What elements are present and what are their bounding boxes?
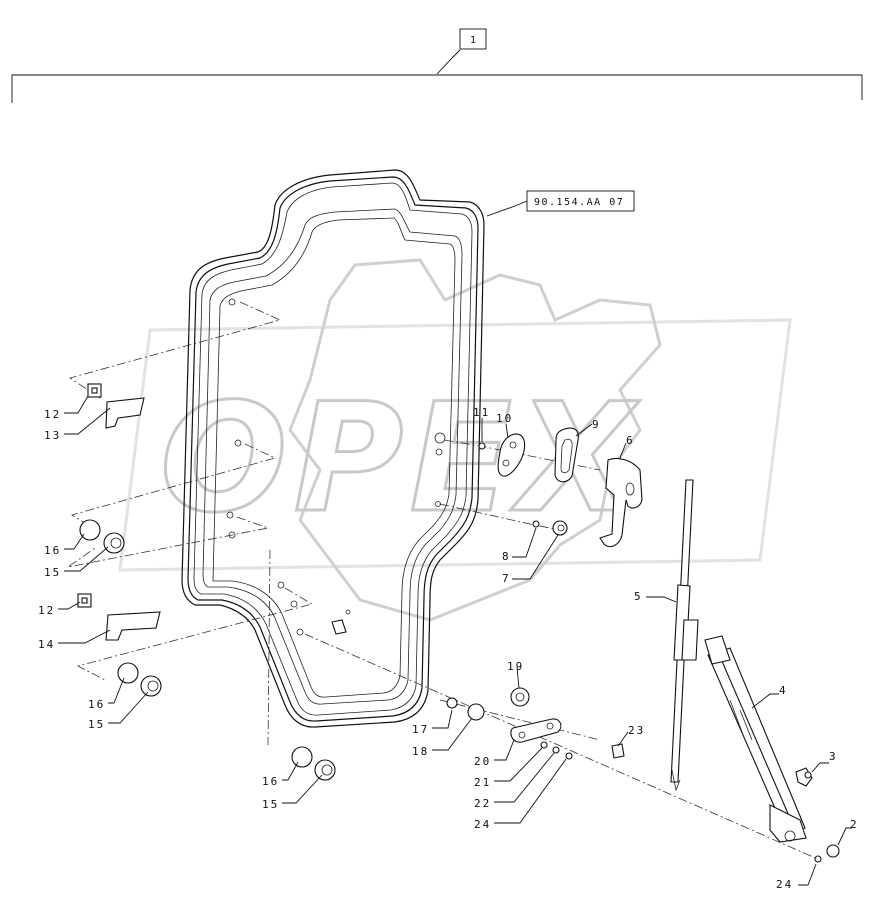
callout-24a: 24 — [474, 818, 491, 831]
spacer-15a — [103, 532, 125, 554]
callout-15b: 15 — [88, 718, 105, 731]
callout-7: 7 — [502, 572, 511, 585]
bushing-17 — [446, 697, 458, 709]
spacer-15c — [314, 759, 336, 781]
washer-16b — [117, 662, 139, 684]
callout-13: 13 — [44, 429, 61, 442]
callout-21: 21 — [474, 776, 491, 789]
callout-22: 22 — [474, 797, 491, 810]
washer-18 — [467, 703, 485, 721]
callout-16b: 16 — [88, 698, 105, 711]
callout-14: 14 — [38, 638, 55, 651]
bracket-14 — [105, 611, 161, 641]
wiper-blade-5 — [670, 479, 699, 792]
callout-18: 18 — [412, 745, 429, 758]
pivot-shaft — [331, 619, 347, 635]
wiper-arm-4 — [704, 635, 807, 843]
callout-24b: 24 — [776, 878, 793, 891]
callout-12a: 12 — [44, 408, 61, 421]
callout-4: 4 — [779, 684, 788, 697]
section-ref: 90.154.AA 07 — [486, 190, 635, 217]
callout-10: 10 — [496, 412, 513, 425]
callout-17: 17 — [412, 723, 429, 736]
callout-16c: 16 — [262, 775, 279, 788]
callout-15a: 15 — [44, 566, 61, 579]
link-20 — [510, 718, 562, 743]
handle-group — [478, 427, 643, 548]
assembly-bracket: 1 — [11, 28, 863, 103]
washer-16c — [291, 746, 313, 768]
nut-24a — [565, 752, 573, 760]
pivot-hardware — [331, 619, 625, 760]
callout-3: 3 — [829, 750, 838, 763]
nut-22 — [552, 746, 560, 754]
callout-6: 6 — [626, 434, 635, 447]
callout-5: 5 — [634, 590, 643, 603]
screw-8 — [532, 520, 540, 528]
right-hardware — [795, 767, 840, 863]
washer-19 — [510, 687, 530, 707]
assembly-ref-label: 1 — [470, 35, 478, 46]
leader-lines — [58, 395, 852, 886]
callout-23: 23 — [628, 724, 645, 737]
section-ref-label: 90.154.AA 07 — [534, 197, 624, 208]
door-handle-6 — [599, 457, 643, 548]
callout-16a: 16 — [44, 544, 61, 557]
callout-9: 9 — [592, 418, 601, 431]
watermark: OPEX — [118, 258, 792, 622]
cap-2 — [826, 844, 840, 858]
frame-holes — [226, 298, 446, 636]
washer-16a — [79, 519, 101, 541]
callout-8: 8 — [502, 550, 511, 563]
screw-11 — [478, 442, 486, 450]
callout-11: 11 — [473, 406, 490, 419]
washer-21 — [540, 741, 548, 749]
left-hardware — [77, 383, 336, 781]
callout-12b: 12 — [38, 604, 55, 617]
spacer-15b — [140, 675, 162, 697]
callout-2: 2 — [850, 818, 859, 831]
callout-19: 19 — [507, 660, 524, 673]
nut-24b — [814, 855, 822, 863]
washer-7 — [552, 520, 568, 536]
assembly-ref-box — [459, 28, 487, 50]
bracket-13 — [105, 397, 145, 429]
callout-labels: 12 13 16 15 12 14 16 15 16 15 17 18 19 2… — [38, 406, 859, 891]
clip-23 — [611, 743, 625, 759]
callout-15c: 15 — [262, 798, 279, 811]
callout-20: 20 — [474, 755, 491, 768]
